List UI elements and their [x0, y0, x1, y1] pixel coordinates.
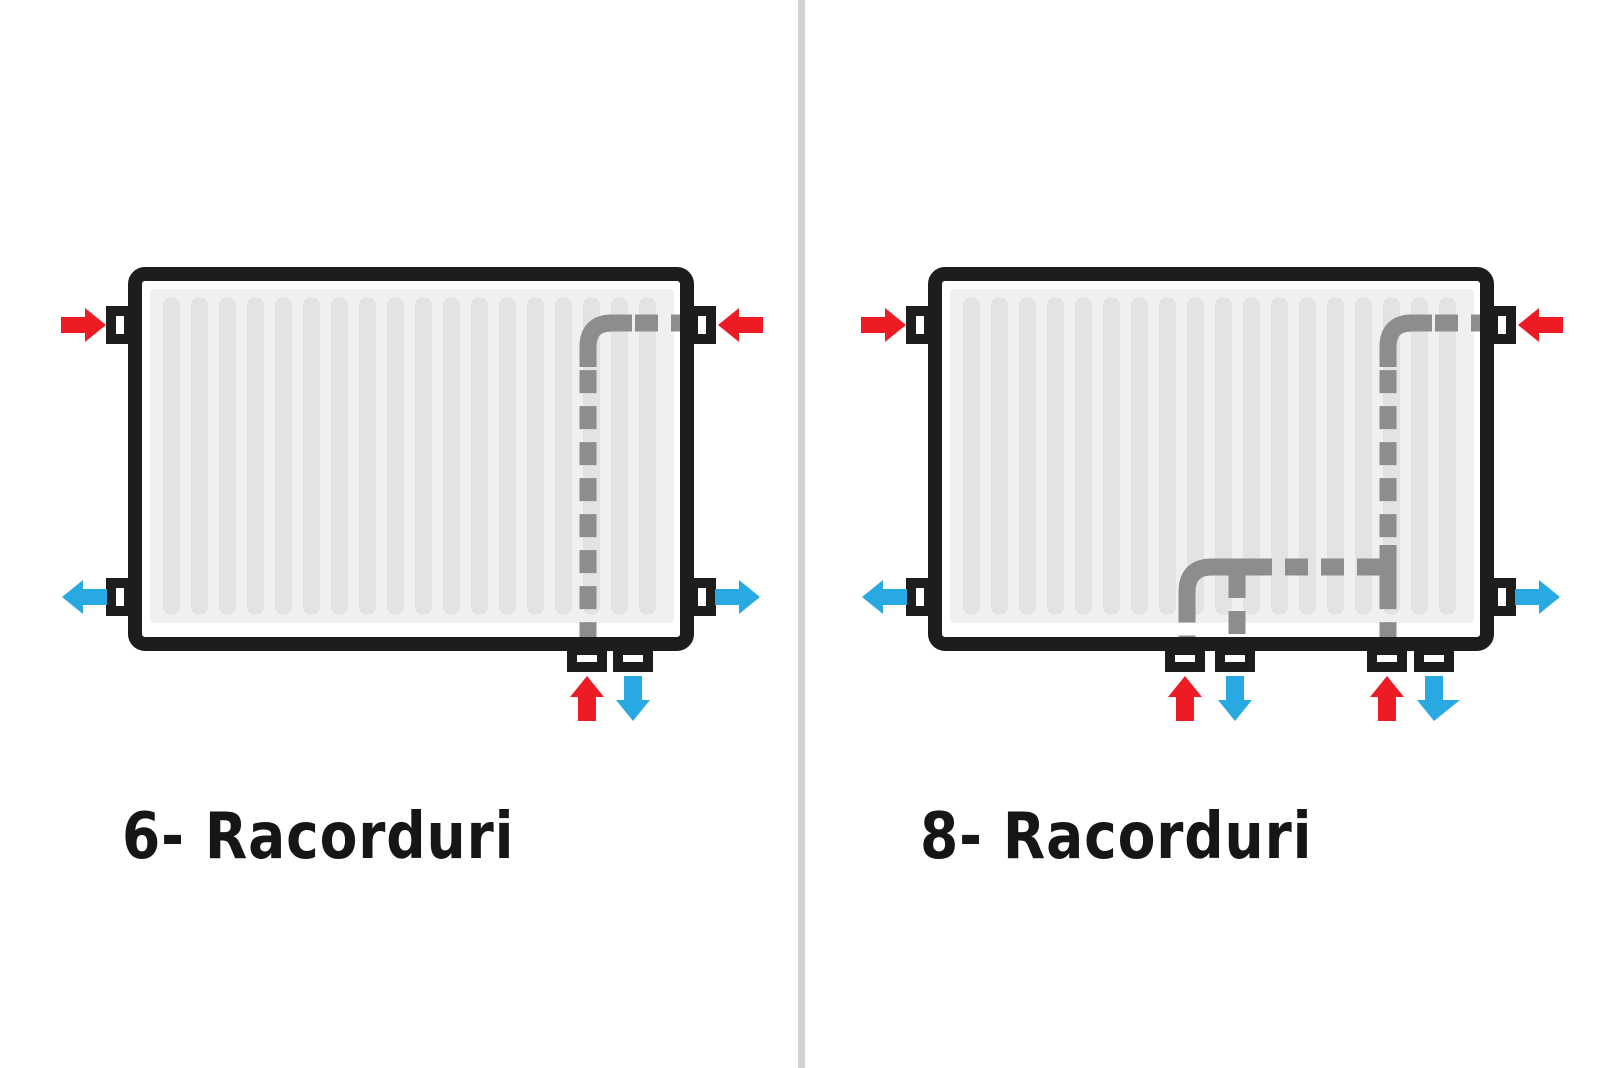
- panel-divider: [798, 0, 805, 1068]
- port-right-top: [688, 306, 716, 344]
- cold-out-arrow-icon: [862, 580, 907, 614]
- port-bottom-2: [1215, 645, 1255, 672]
- cold-out-arrow-icon: [616, 676, 650, 721]
- caption-8-racorduri: 8- Racorduri: [920, 800, 1313, 874]
- hot-in-arrow-icon: [861, 308, 906, 342]
- hot-in-arrow-icon: [1168, 676, 1202, 721]
- radiator-outline: [928, 267, 1494, 651]
- port-right-top: [1488, 306, 1516, 344]
- port-left-bottom: [906, 578, 934, 616]
- hot-in-arrow-icon: [61, 308, 106, 342]
- cold-out-arrow-icon: [62, 580, 107, 614]
- cold-out-arrow-icon: [1218, 676, 1252, 721]
- radiator-outline: [128, 267, 694, 651]
- port-right-bottom: [1488, 578, 1516, 616]
- internal-pipe-elbow: [579, 314, 632, 367]
- port-left-top: [906, 306, 934, 344]
- radiator-diagram-8-racorduri: [861, 267, 1563, 721]
- cold-out-arrow-icon: [715, 580, 760, 614]
- port-left-bottom: [106, 578, 134, 616]
- hot-in-arrow-icon: [1370, 676, 1404, 721]
- radiator-fins: [163, 297, 661, 615]
- hot-in-arrow-icon: [570, 676, 604, 721]
- hot-in-arrow-icon: [1518, 308, 1563, 342]
- cold-out-arrow-icon: [1417, 676, 1460, 721]
- radiator-diagram-6-racorduri: [61, 267, 763, 721]
- caption-6-racorduri: 6- Racorduri: [122, 800, 515, 874]
- port-bottom-1: [1165, 645, 1205, 672]
- port-right-bottom: [688, 578, 716, 616]
- internal-pipe-elbow: [1379, 314, 1432, 367]
- port-bottom-4: [1414, 645, 1454, 672]
- port-bottom-2: [613, 645, 653, 672]
- port-bottom-3: [1367, 645, 1407, 672]
- hot-in-arrow-icon: [718, 308, 763, 342]
- cold-out-arrow-icon: [1515, 580, 1560, 614]
- internal-pipe-lower-elbow: [1178, 558, 1232, 612]
- port-left-top: [106, 306, 134, 344]
- port-bottom-1: [567, 645, 607, 672]
